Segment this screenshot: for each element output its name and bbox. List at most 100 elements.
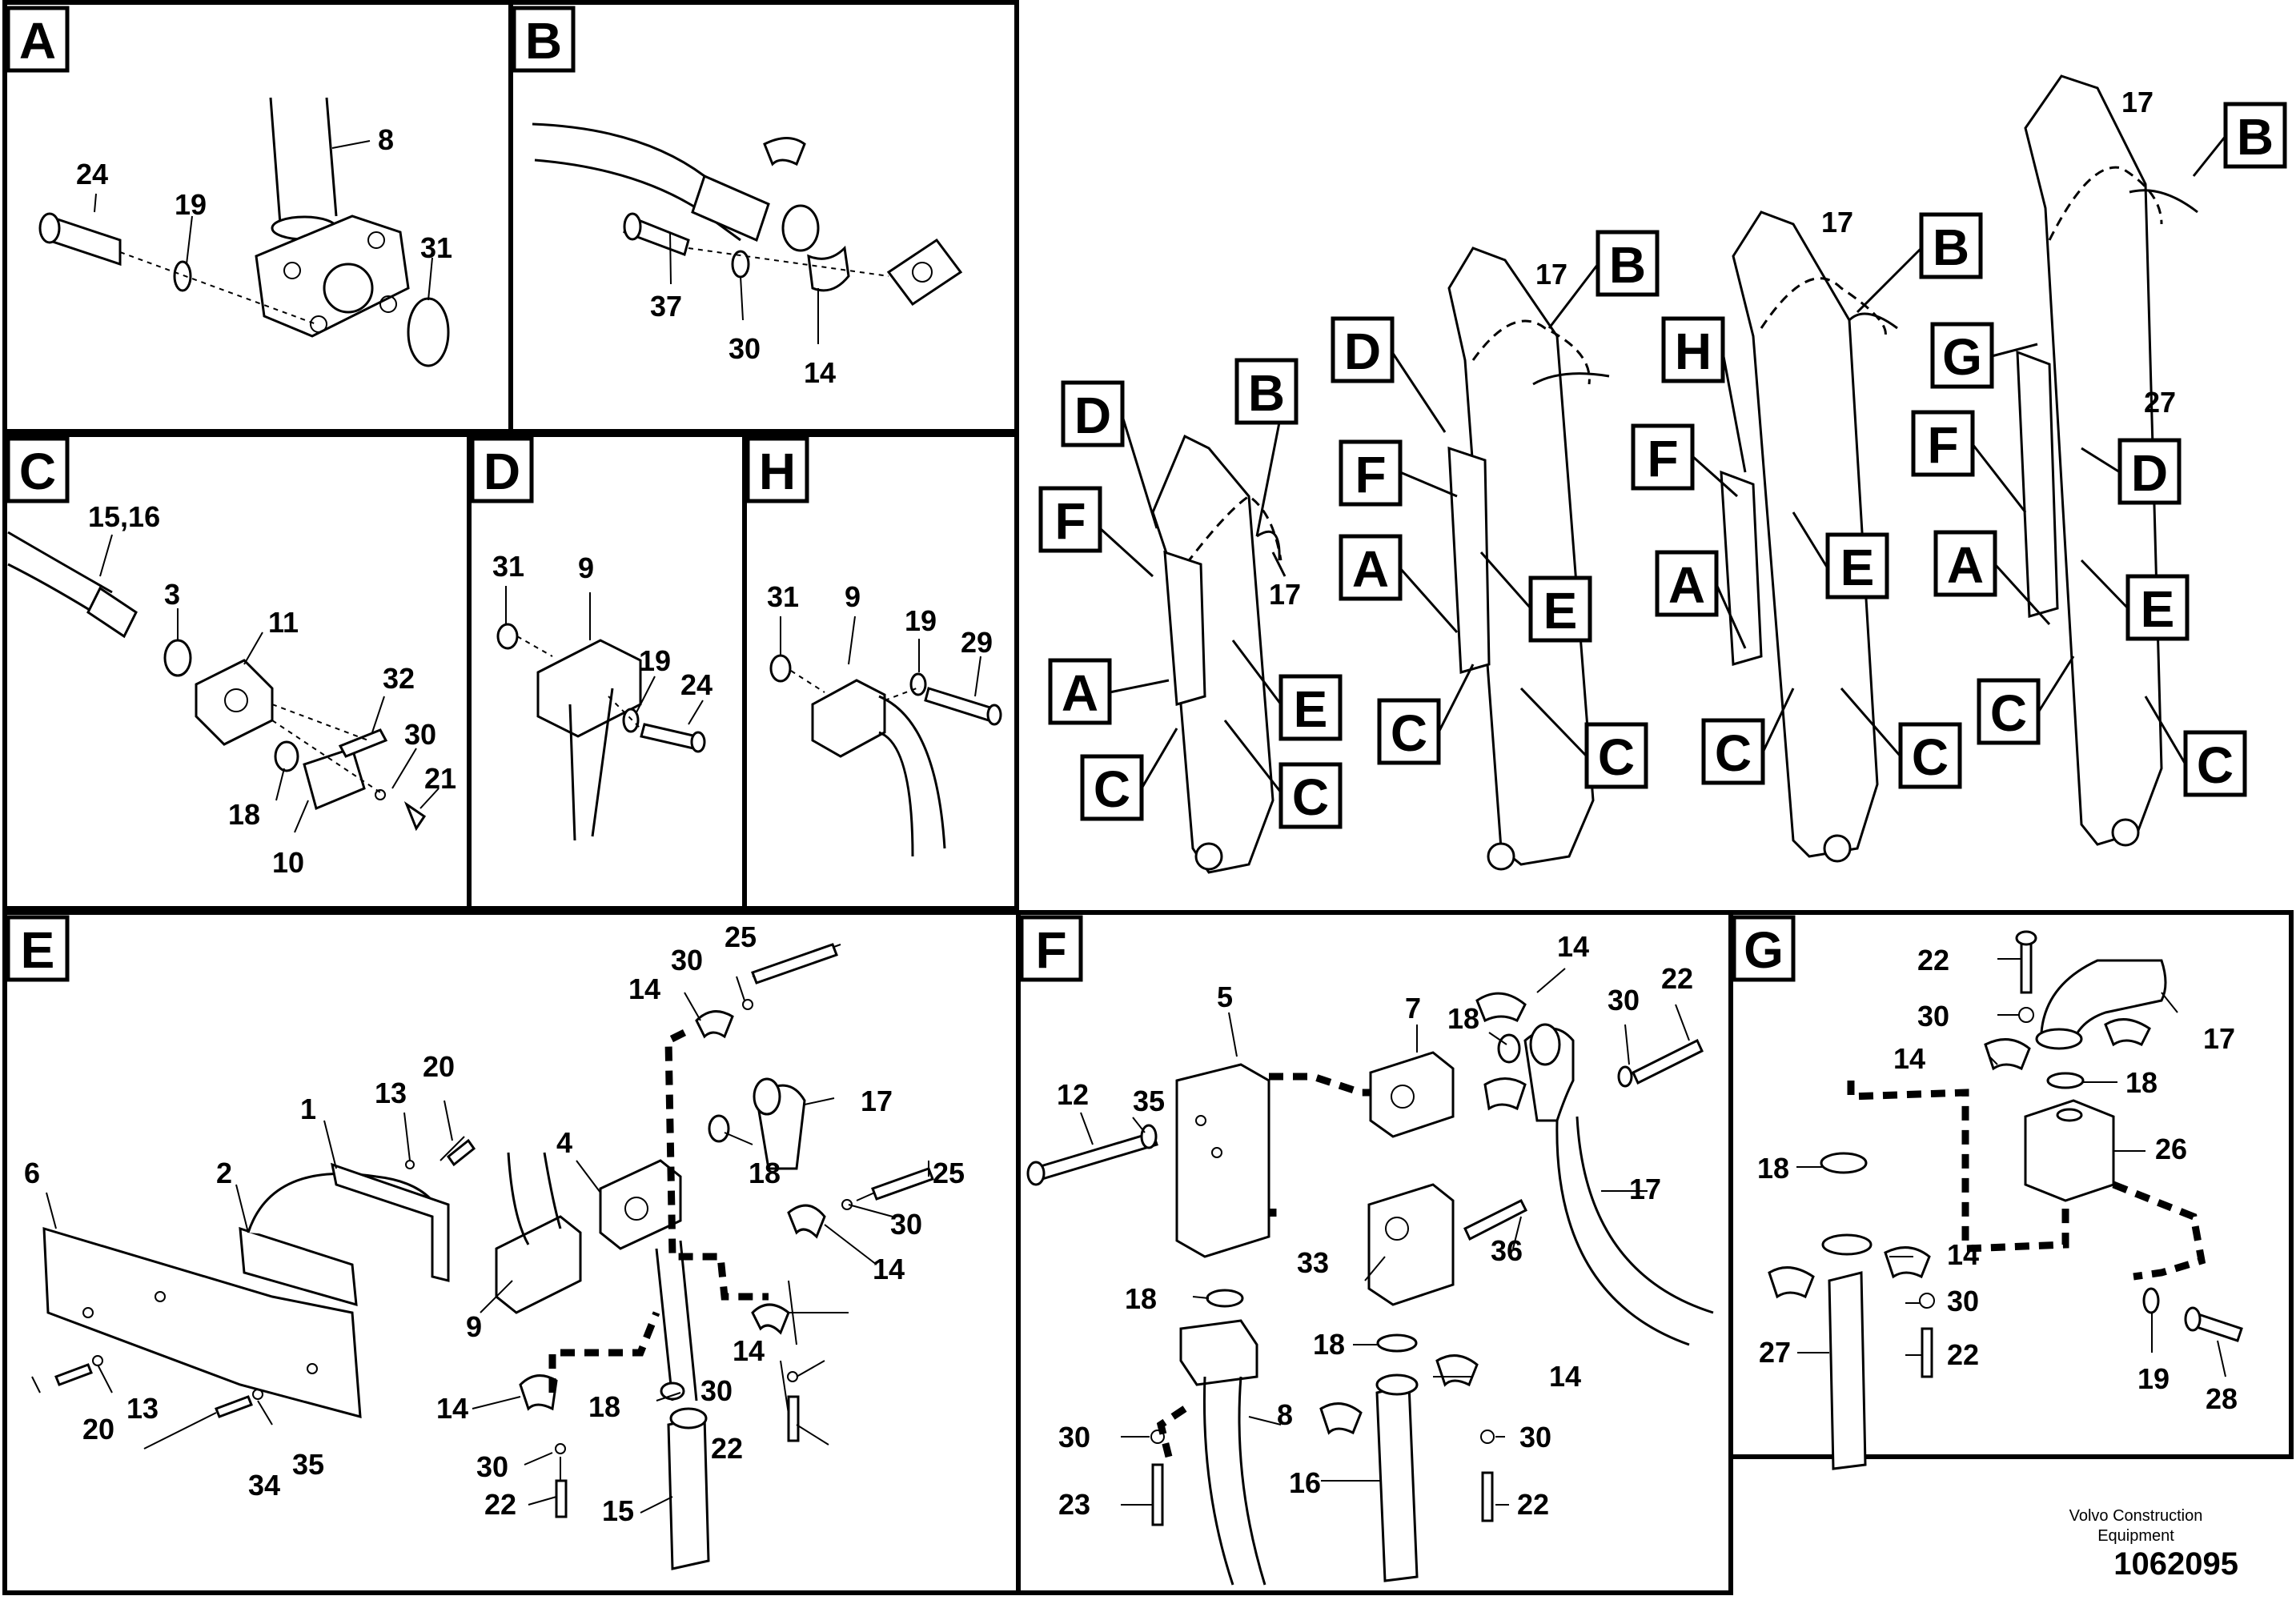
label-4: 4: [556, 1126, 572, 1159]
hose-ferrule: [691, 174, 770, 243]
plate-bore: [912, 262, 933, 283]
internal-hose: [1760, 277, 1887, 337]
callout-e-text: E: [2141, 580, 2175, 638]
label-8: 8: [378, 123, 394, 156]
panel-b-badge: [512, 6, 576, 73]
callout-h-text: H: [1675, 323, 1712, 380]
hose-line: [532, 122, 753, 242]
boom-hose-17: [1256, 530, 1281, 561]
label-20: 20: [423, 1050, 455, 1083]
flange-8: [1179, 1319, 1258, 1386]
panel-b-frame: [508, 0, 1019, 434]
label-30: 30: [1947, 1285, 1979, 1317]
washer-35: [252, 1389, 263, 1400]
leader-lines: [1080, 968, 1690, 1506]
label-8: 8: [1277, 1398, 1293, 1431]
pivot: [1823, 834, 1852, 863]
label-27: 27: [2144, 386, 2176, 419]
callout-e: [1278, 674, 1343, 741]
bolt-12-head: [1026, 1161, 1046, 1186]
washer-30: [1617, 1065, 1633, 1088]
washer-30: [787, 1371, 798, 1382]
block-7: [1369, 1051, 1455, 1138]
bolt-36: [1463, 1198, 1528, 1241]
callout-e-text: E: [1543, 582, 1578, 640]
elbow-17: [2040, 959, 2167, 1042]
label-18: 18: [228, 798, 260, 831]
label-18: 18: [588, 1390, 620, 1423]
washer-30: [1919, 1293, 1935, 1309]
label-2: 2: [216, 1157, 232, 1189]
label-17: 17: [1269, 578, 1301, 611]
pipe-8: [1202, 1376, 1266, 1586]
o-ring-31: [496, 623, 519, 650]
panel-d-letter: D: [484, 443, 520, 500]
washer-19: [2142, 1287, 2160, 1314]
block-bore: [1385, 1217, 1409, 1241]
boom-3: [1720, 211, 1898, 863]
callout-b-text: B: [1248, 364, 1285, 422]
block-5: [1175, 1063, 1270, 1258]
panel-a-frame: [2, 0, 513, 434]
block-bore: [2056, 1108, 2083, 1122]
label-30: 30: [476, 1450, 508, 1483]
bolt-37-head: [623, 212, 642, 241]
label-13: 13: [126, 1392, 159, 1425]
callout-c: [1278, 762, 1343, 829]
callout-e-text: E: [1840, 539, 1875, 596]
callout-f-text: F: [1927, 416, 1958, 474]
panel-g-frame: [1728, 910, 2294, 1459]
mount-hole: [82, 1307, 94, 1318]
label-13: 13: [375, 1077, 407, 1109]
callout-a-text: A: [1352, 540, 1389, 598]
callout-g-text: G: [1942, 328, 1982, 386]
bolt-head: [38, 212, 61, 244]
leader-lines: [94, 140, 433, 301]
screw-21: [403, 800, 427, 832]
mount-hole: [155, 1291, 166, 1302]
label-22: 22: [1947, 1338, 1979, 1371]
label-14: 14: [436, 1392, 468, 1425]
boom-hose-17: [2129, 189, 2198, 214]
pipe-upper: [507, 1152, 562, 1245]
callout-a: [1655, 550, 1719, 617]
assembly-axis: [688, 247, 889, 277]
block-9: [495, 1215, 582, 1314]
half-clamp-14b: [807, 245, 850, 292]
o-ring-18: [1820, 1152, 1868, 1174]
callout-e-text: E: [1294, 680, 1328, 738]
leader-lines: [1796, 958, 2226, 1377]
boom-1: [1151, 434, 1282, 874]
label-24: 24: [76, 158, 108, 190]
tube-15: [667, 1415, 710, 1570]
label-22: 22: [1661, 962, 1693, 995]
half-clamp-14: [695, 1010, 734, 1039]
half-clamp-14: [1475, 992, 1527, 1023]
label-14: 14: [1557, 930, 1589, 963]
callout-c: [2183, 730, 2247, 797]
dashed-assembly-path: [1847, 1081, 2206, 1281]
panel-e-letter: E: [21, 921, 55, 979]
fitting-16: [1375, 1373, 1419, 1396]
overview-drawing: D B F A E C C 17 D B F A E C C 17 H B F: [1038, 74, 2287, 874]
bolt-20: [446, 1138, 476, 1167]
label-6: 6: [24, 1157, 40, 1189]
label-19: 19: [905, 604, 937, 637]
panel-a-letter: A: [19, 12, 56, 70]
label-19: 19: [2137, 1362, 2170, 1395]
callout-d-text: D: [2131, 444, 2168, 502]
callout-c-text: C: [1094, 760, 1130, 818]
callout-c-text: C: [1912, 728, 1949, 786]
leader-lines: [780, 616, 981, 697]
washer-13: [405, 1160, 415, 1169]
o-ring-18: [708, 1114, 730, 1143]
panel-a-badge: [6, 6, 70, 73]
label-36: 36: [1491, 1234, 1523, 1267]
assembly-axis: [516, 636, 641, 729]
boom-hose-17: [1532, 372, 1610, 386]
half-clamp-14: [1984, 1038, 2031, 1071]
cylinder-line: [1163, 550, 1206, 706]
panel-g-badge: [1732, 915, 1796, 982]
adapter-3: [163, 639, 192, 677]
